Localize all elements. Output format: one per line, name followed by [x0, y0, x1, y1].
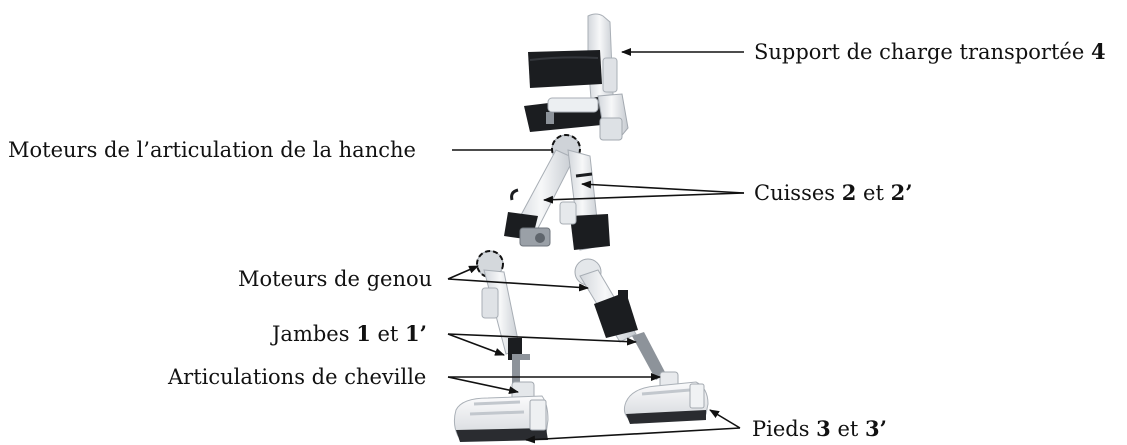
label-hip-motors: Moteurs de l’articulation de la hanche: [8, 138, 416, 162]
arrow-leg-rear: [448, 334, 504, 355]
arrow-ankle-rear: [448, 377, 518, 392]
label-thighs-num-a: 2: [842, 180, 857, 205]
label-legs-prefix: Jambes: [272, 322, 356, 346]
label-knee-motors-text: Moteurs de genou: [238, 267, 432, 291]
front-foot: [624, 372, 708, 424]
arrow-foot-rear: [526, 428, 740, 440]
arrow-knee-front: [448, 279, 588, 288]
label-legs-mid: et: [371, 322, 405, 346]
label-feet: Pieds 3 et 3’: [752, 417, 887, 441]
label-feet-num-a: 3: [816, 416, 831, 441]
rear-thigh: [504, 150, 574, 246]
label-feet-num-b: 3’: [865, 416, 887, 441]
label-feet-mid: et: [831, 417, 865, 441]
hip-belt: [524, 94, 628, 140]
rear-shank: [482, 270, 530, 384]
label-feet-prefix: Pieds: [752, 417, 816, 441]
label-thighs-mid: et: [856, 181, 890, 205]
arrow-thigh-front: [582, 184, 744, 193]
front-shank: [580, 270, 666, 380]
rear-foot: [454, 382, 548, 442]
label-load-support: Support de charge transportée 4: [754, 40, 1106, 64]
label-legs-num-a: 1: [356, 321, 371, 346]
label-hip-motors-text: Moteurs de l’articulation de la hanche: [8, 138, 416, 162]
label-legs: Jambes 1 et 1’: [272, 322, 427, 346]
label-knee-motors: Moteurs de genou: [238, 267, 432, 291]
label-thighs-prefix: Cuisses: [754, 181, 842, 205]
label-thighs-num-b: 2’: [891, 180, 913, 205]
label-ankles-text: Articulations de cheville: [168, 365, 426, 389]
arrow-foot-front: [710, 410, 740, 428]
label-load-support-number: 4: [1091, 39, 1106, 64]
label-ankles: Articulations de cheville: [168, 365, 426, 389]
label-thighs: Cuisses 2 et 2’: [754, 181, 913, 205]
arrow-knee-rear: [448, 266, 478, 279]
label-legs-num-b: 1’: [405, 321, 427, 346]
label-load-support-text: Support de charge transportée: [754, 40, 1091, 64]
